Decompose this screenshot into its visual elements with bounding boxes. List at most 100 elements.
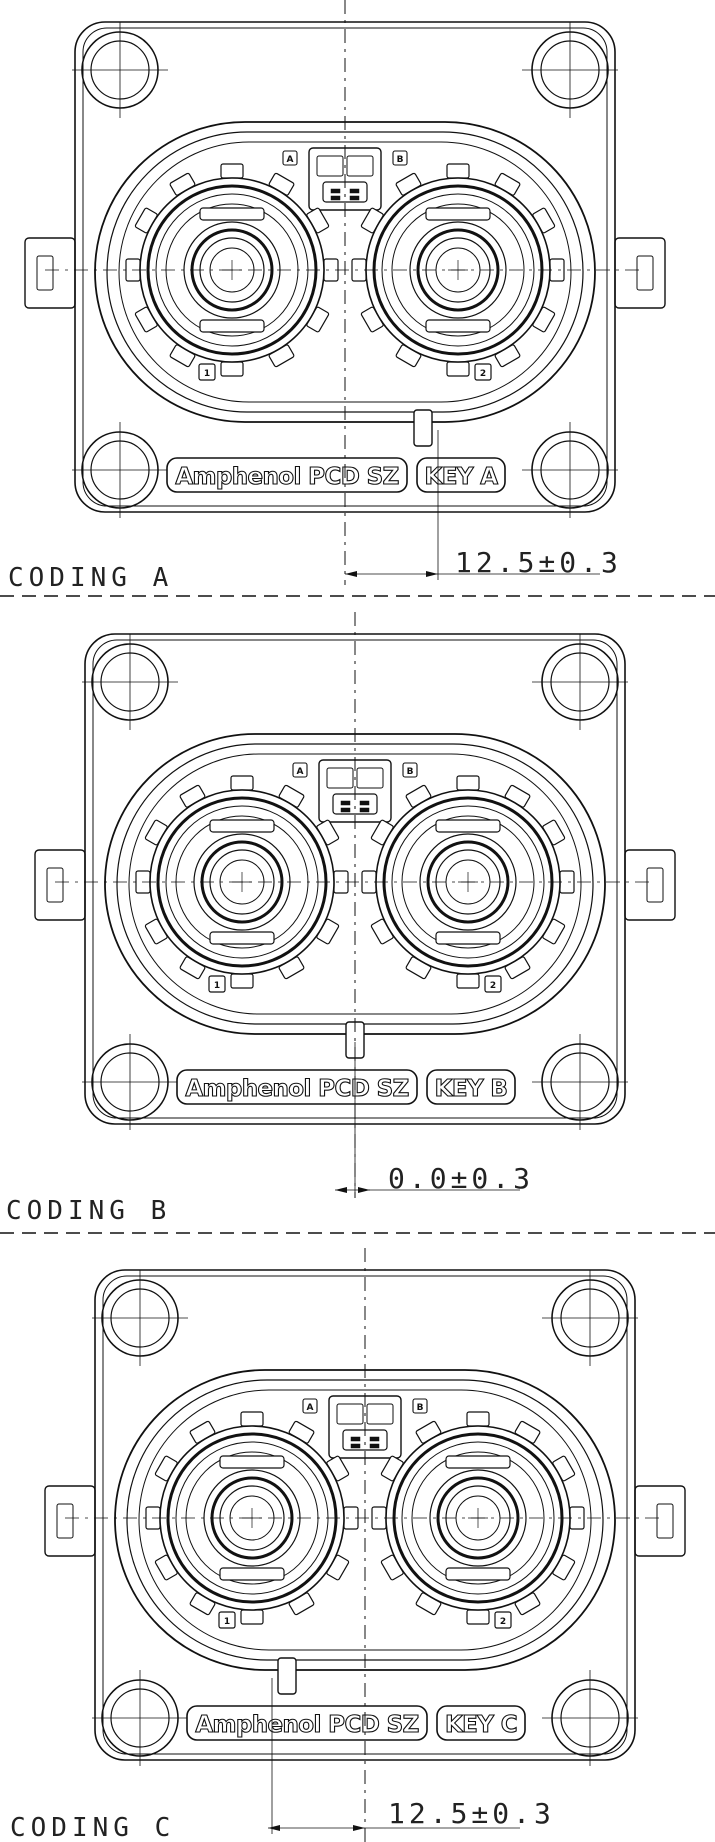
- socket-ring: [411, 1451, 545, 1585]
- latch-body: [24, 237, 76, 309]
- latch-window: [36, 255, 54, 291]
- latch-body: [614, 237, 666, 309]
- socket-number-box: [218, 1611, 236, 1629]
- socket-tooth: [456, 775, 480, 791]
- socket-number-box: [208, 975, 226, 993]
- dimension-arrowhead: [345, 571, 357, 577]
- socket-number-box: [484, 975, 502, 993]
- socket-number-badge: 1: [198, 363, 216, 381]
- socket-number: 1: [224, 1617, 230, 1627]
- key-label: KEY A: [416, 457, 506, 493]
- view-coding-b: 1 A 2 B Amphenol PCD SZ KEY B: [34, 612, 676, 1198]
- hvil-pin: [349, 195, 360, 201]
- socket-contact-bold: [436, 1476, 520, 1560]
- brand-label-box: [166, 457, 408, 493]
- mounting-hole: [542, 1270, 638, 1366]
- hvil-pin-cell: [366, 1403, 394, 1425]
- port-marker-badge: A: [302, 1398, 318, 1414]
- key-text: KEY B: [435, 1076, 508, 1102]
- brand-label-box: [176, 1069, 418, 1105]
- latch-body: [634, 1485, 686, 1557]
- socket-tooth: [220, 163, 244, 179]
- socket-key-top: [445, 1455, 511, 1469]
- mounting-hole: [92, 1670, 188, 1766]
- latch-window: [636, 255, 654, 291]
- mounting-hole: [92, 1270, 188, 1366]
- port-marker-badge: B: [402, 762, 418, 778]
- mounting-hole: [82, 1034, 178, 1130]
- socket-key-bottom: [435, 931, 501, 945]
- key-label-box: [416, 457, 506, 493]
- port-marker-box: [302, 1398, 318, 1414]
- latch-left: [44, 1485, 96, 1557]
- port-marker-box: [292, 762, 308, 778]
- mounting-hole: [72, 422, 168, 518]
- hvil-pin-cell: [316, 155, 344, 177]
- socket-key-top: [425, 207, 491, 221]
- dimension-arrowhead: [353, 1825, 365, 1831]
- port-marker-badge: B: [412, 1398, 428, 1414]
- socket-number-box: [474, 363, 492, 381]
- brand-text: Amphenol PCD SZ: [175, 464, 398, 490]
- port-marker-badge: A: [282, 150, 298, 166]
- latch-right: [614, 237, 666, 309]
- socket-contact-outer: [429, 1469, 527, 1567]
- socket-ring: [391, 805, 545, 959]
- port-marker-box: [392, 150, 408, 166]
- latch-body: [34, 849, 86, 921]
- mounting-hole: [532, 634, 628, 730]
- hvil-pin: [350, 1436, 361, 1442]
- latch-window: [46, 867, 64, 903]
- latch-window: [56, 1503, 74, 1539]
- port-marker: B: [407, 767, 414, 777]
- shroud-inner: [138, 1389, 592, 1651]
- socket-number: 2: [480, 369, 486, 379]
- hvil-pin: [350, 1443, 361, 1449]
- brand-text: Amphenol PCD SZ: [195, 1712, 418, 1738]
- socket-tooth: [230, 775, 254, 791]
- hvil-pin-cell: [346, 155, 374, 177]
- socket-key-bottom: [425, 319, 491, 333]
- coding-dimension: [335, 1042, 520, 1196]
- key-label-box: [436, 1705, 526, 1741]
- key-label: KEY C: [436, 1705, 526, 1741]
- brand-text: Amphenol PCD SZ: [185, 1076, 408, 1102]
- hvil-pin: [340, 800, 351, 806]
- socket-number-box: [494, 1611, 512, 1629]
- latch-right: [624, 849, 676, 921]
- dimension-arrowhead: [335, 1187, 347, 1193]
- latch-window: [656, 1503, 674, 1539]
- socket-tooth: [456, 973, 480, 989]
- socket-key-top: [219, 1455, 285, 1469]
- socket-ring: [401, 1441, 555, 1595]
- hvil-pin: [369, 1436, 380, 1442]
- socket-key-top: [435, 819, 501, 833]
- shroud-inner: [128, 753, 582, 1015]
- hvil-pin: [359, 800, 370, 806]
- coding-dimension: [268, 1678, 520, 1834]
- dimension-label-a: 12.5±0.3: [455, 546, 622, 579]
- socket-number-badge: 2: [474, 363, 492, 381]
- hvil-pin: [330, 188, 341, 194]
- mounting-hole: [522, 22, 618, 118]
- mounting-hole: [532, 1034, 628, 1130]
- coding-notch: [277, 1657, 297, 1695]
- coding-dimension: [345, 430, 600, 580]
- socket-number-badge: 2: [484, 975, 502, 993]
- socket-ring: [401, 815, 535, 949]
- socket-tooth: [466, 1609, 490, 1625]
- port-marker-badge: A: [292, 762, 308, 778]
- socket-number-badge: 1: [208, 975, 226, 993]
- key-label: KEY B: [426, 1069, 516, 1105]
- hvil-pin-cell: [326, 767, 354, 789]
- socket-key-bottom: [445, 1567, 511, 1581]
- dimension-label-b: 0.0±0.3: [388, 1162, 534, 1195]
- brand-label: Amphenol PCD SZ: [176, 1069, 418, 1105]
- socket-number-badge: 1: [218, 1611, 236, 1629]
- socket-tooth: [240, 1411, 264, 1427]
- hvil-pin: [349, 188, 360, 194]
- socket-number-box: [198, 363, 216, 381]
- latch-left: [24, 237, 76, 309]
- caption-coding-b: CODING B: [6, 1196, 171, 1226]
- key-label-box: [426, 1069, 516, 1105]
